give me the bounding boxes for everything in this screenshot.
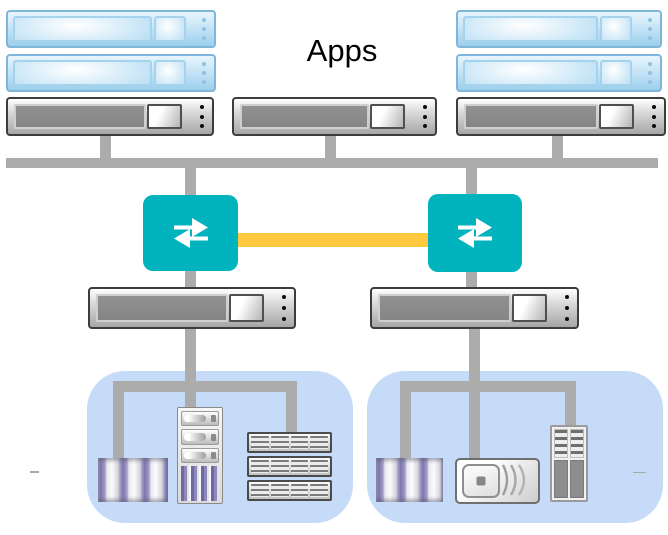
server-vent-dots — [422, 105, 428, 128]
server-vent-dots — [564, 295, 570, 321]
disk-shelf — [247, 480, 332, 501]
cabinet-door — [554, 460, 568, 498]
storage-server-icon — [88, 287, 296, 329]
drive-bays — [181, 411, 219, 464]
tape-library-icon — [177, 407, 223, 504]
server-drive-bay — [154, 60, 186, 86]
apps-label: Apps — [306, 33, 378, 68]
server-drive-bay — [600, 60, 632, 86]
lan-server-icon — [6, 97, 214, 136]
server-front-panel — [378, 294, 511, 322]
app-server-icon — [456, 10, 662, 48]
connector-line — [400, 381, 411, 461]
server-drive-bay — [599, 104, 634, 129]
drive-bay — [181, 411, 219, 427]
server-vent-dots — [647, 62, 653, 84]
server-vent-dots — [651, 105, 657, 128]
app-server-icon — [6, 10, 216, 48]
server-vent-dots — [281, 295, 287, 321]
server-front-panel — [464, 104, 598, 129]
storage-server-icon — [370, 287, 579, 329]
connector-line — [466, 269, 477, 289]
storage-cabinet-icon — [550, 425, 588, 502]
cabinet-column — [554, 429, 568, 498]
server-front-panel — [96, 294, 228, 322]
transfer-arrows-icon — [458, 218, 492, 248]
server-vent-dots — [201, 18, 207, 40]
drive-bay — [181, 429, 219, 445]
edge-tick — [30, 471, 39, 473]
disk-subsystem-icon — [455, 458, 540, 504]
tape-silo-icon — [376, 458, 443, 502]
server-drive-bay — [370, 104, 405, 129]
connector-line — [325, 129, 336, 160]
server-front-panel — [240, 104, 369, 129]
disk-shelf — [247, 456, 332, 477]
connector-line — [113, 381, 297, 392]
cabinet-vents — [570, 429, 584, 458]
server-drive-bay — [154, 16, 186, 42]
cabinet-column — [570, 429, 584, 498]
disk-arcs-icon — [502, 464, 526, 496]
app-server-icon — [6, 54, 216, 92]
edge-tick — [633, 472, 646, 473]
server-front-panel — [13, 60, 152, 86]
app-server-icon — [456, 54, 662, 92]
drive-bay — [181, 447, 219, 464]
lan-server-icon — [232, 97, 437, 136]
server-front-panel — [13, 16, 152, 42]
connector-line — [113, 381, 124, 461]
connector-line — [400, 381, 576, 392]
server-front-panel — [463, 60, 598, 86]
san-switch — [428, 194, 522, 272]
connector-line — [100, 129, 111, 160]
inter-switch-link — [232, 233, 432, 247]
lan-server-icon — [456, 97, 666, 136]
connector-line — [185, 325, 196, 410]
connector-line — [565, 381, 576, 428]
connector-line — [469, 325, 480, 460]
connector-line — [552, 129, 563, 160]
server-drive-bay — [512, 294, 547, 322]
server-drive-bay — [229, 294, 264, 322]
cabinet-vents — [554, 429, 568, 458]
server-drive-bay — [147, 104, 182, 129]
server-drive-bay — [600, 16, 632, 42]
server-vent-dots — [201, 62, 207, 84]
disk-array-icon — [247, 432, 332, 501]
connector-line — [185, 268, 196, 289]
server-front-panel — [14, 104, 146, 129]
subsystem-door — [462, 464, 501, 498]
lan-bus-line — [6, 158, 658, 168]
subsystem-button — [476, 476, 486, 486]
server-front-panel — [463, 16, 598, 42]
san-switch — [143, 195, 238, 271]
tape-silo-icon — [98, 458, 168, 502]
transfer-arrows-icon — [173, 218, 208, 248]
connector-line — [185, 166, 196, 198]
connector-line — [286, 381, 297, 435]
disk-shelf — [247, 432, 332, 453]
server-vent-dots — [647, 18, 653, 40]
cabinet-door — [570, 460, 584, 498]
server-vent-dots — [199, 105, 205, 128]
tape-slots — [181, 465, 219, 501]
connector-line — [466, 166, 477, 196]
